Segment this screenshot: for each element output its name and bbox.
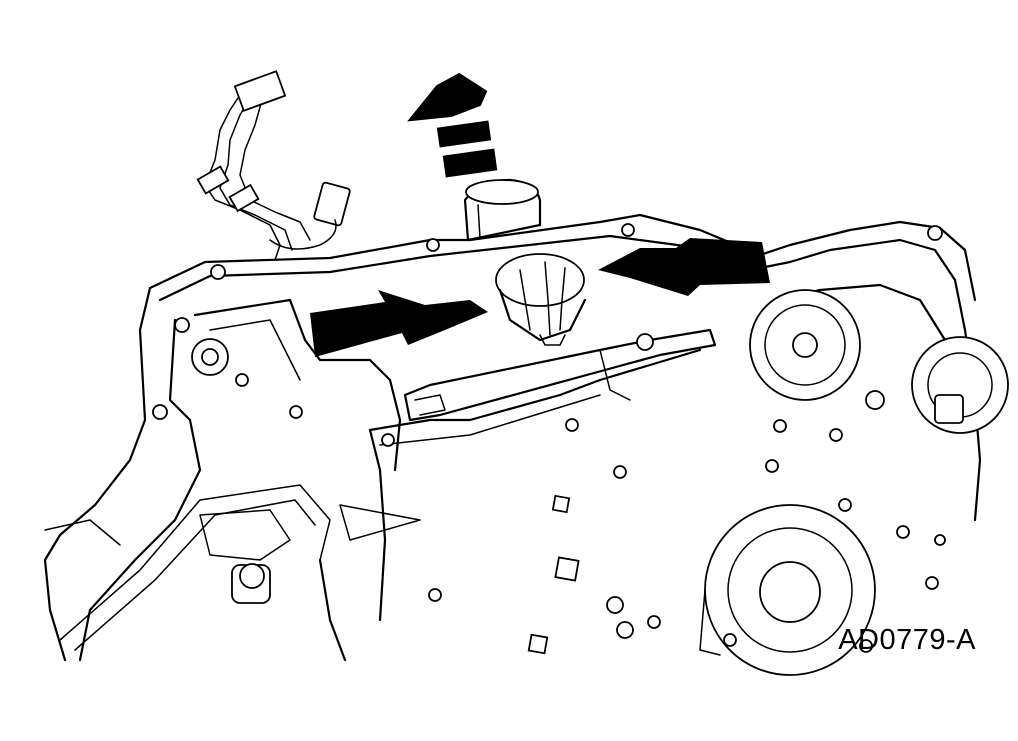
valve-body-outline	[43, 213, 982, 662]
linkage-arm	[403, 328, 717, 422]
press-tab-arrow-left	[310, 290, 488, 357]
solenoid-body	[463, 178, 542, 242]
pull-up-arrow	[407, 72, 498, 178]
bores	[699, 289, 1009, 676]
connector-clip	[495, 253, 587, 346]
press-tab-arrow-right	[598, 238, 770, 296]
bolt-holes	[152, 223, 946, 655]
figure-id-label: AD0779-A	[838, 624, 976, 656]
wire-harness	[196, 70, 351, 261]
